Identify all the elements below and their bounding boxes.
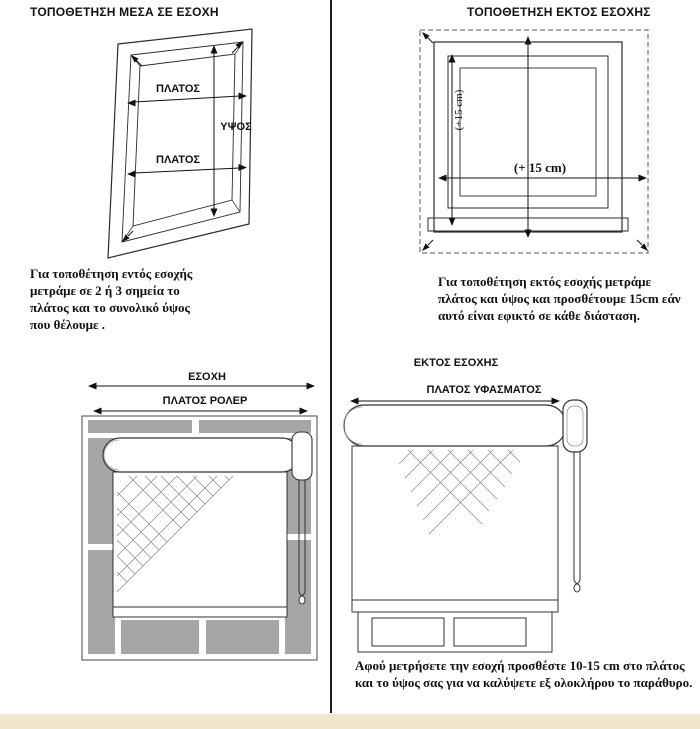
chain-bead	[298, 595, 306, 605]
caption-outside-recess: Για τοποθέτηση εκτός εσοχής μετράμε πλάτ…	[438, 274, 681, 324]
vertical-divider	[330, 0, 332, 713]
title-outside-recess: ΤΟΠΟΘΕΤΗΣΗ ΕΚΤΟΣ ΕΣΟΧΗΣ	[467, 5, 651, 19]
caption-outside-measurement: Αφού μετρήσετε την εσοχή προσθέστε 10-15…	[355, 658, 693, 691]
fabric-hem-bar	[351, 599, 559, 613]
inside-recess-window-diagram: ΠΛΑΤΟΣ ΠΛΑΤΟΣ ΥΨΟΣ	[107, 28, 253, 259]
control-unit-detail	[566, 405, 584, 447]
dashed-extension-outline	[419, 29, 649, 254]
roller-width-label: ΠΛΑΤΟΣ ΡΟΛΕΡ	[163, 395, 248, 407]
chain	[573, 452, 581, 584]
width-arrow	[350, 397, 560, 405]
outside-roller-diagram: ΕΚΤΟΣ ΕΣΟΧΗΣ ΠΛΑΤΟΣ ΥΦΑΣΜΑΤΟΣ	[343, 357, 588, 653]
measurement-arrows	[122, 41, 247, 242]
fabric-crosshatch	[398, 449, 521, 535]
recess-label: ΕΣΟΧΗ	[188, 371, 226, 383]
measurement-arrows	[422, 32, 648, 251]
height-add-label: (+15 cm)	[453, 89, 465, 130]
roller-tube	[343, 404, 567, 447]
fabric-width-label: ΠΛΑΤΟΣ ΥΦΑΣΜΑΤΟΣ	[427, 384, 542, 396]
blind-fabric	[112, 471, 288, 608]
roller-tube	[102, 437, 300, 473]
control-unit	[562, 399, 588, 453]
fabric-crosshatch	[116, 475, 234, 593]
outside-recess-window-diagram: (+15 cm) (+ 15 cm)	[419, 29, 649, 254]
width-label-bottom: ΠΛΑΤΟΣ	[156, 154, 200, 166]
tube-end-shading	[343, 406, 363, 445]
footer-strip	[0, 714, 700, 729]
recess-roller-diagram: ΕΣΟΧΗ ΠΛΑΤΟΣ ΡΟΛΕΡ	[81, 371, 318, 661]
window-below	[357, 611, 553, 653]
width-label-top: ΠΛΑΤΟΣ	[156, 83, 200, 95]
wall-outline	[81, 415, 318, 661]
title-inside-recess: ΤΟΠΟΘΕΤΗΣΗ ΜΕΣΑ ΣΕ ΕΣΟΧΗ	[30, 5, 219, 19]
width-add-label: (+ 15 cm)	[514, 160, 566, 175]
tube-end-shading	[103, 439, 120, 471]
control-unit	[291, 431, 313, 481]
wall-blocks	[88, 420, 311, 654]
outside-label: ΕΚΤΟΣ ΕΣΟΧΗΣ	[414, 357, 499, 369]
caption-inside-recess: Για τοποθέτηση εντός εσοχής μετράμε σε 2…	[30, 266, 193, 333]
width-arrows	[88, 382, 315, 415]
chain-bead	[573, 583, 581, 593]
window-frame-perspective	[107, 28, 253, 259]
fabric-hem-bar	[112, 606, 288, 618]
height-label: ΥΨΟΣ	[220, 121, 252, 133]
blind-fabric	[351, 445, 559, 601]
